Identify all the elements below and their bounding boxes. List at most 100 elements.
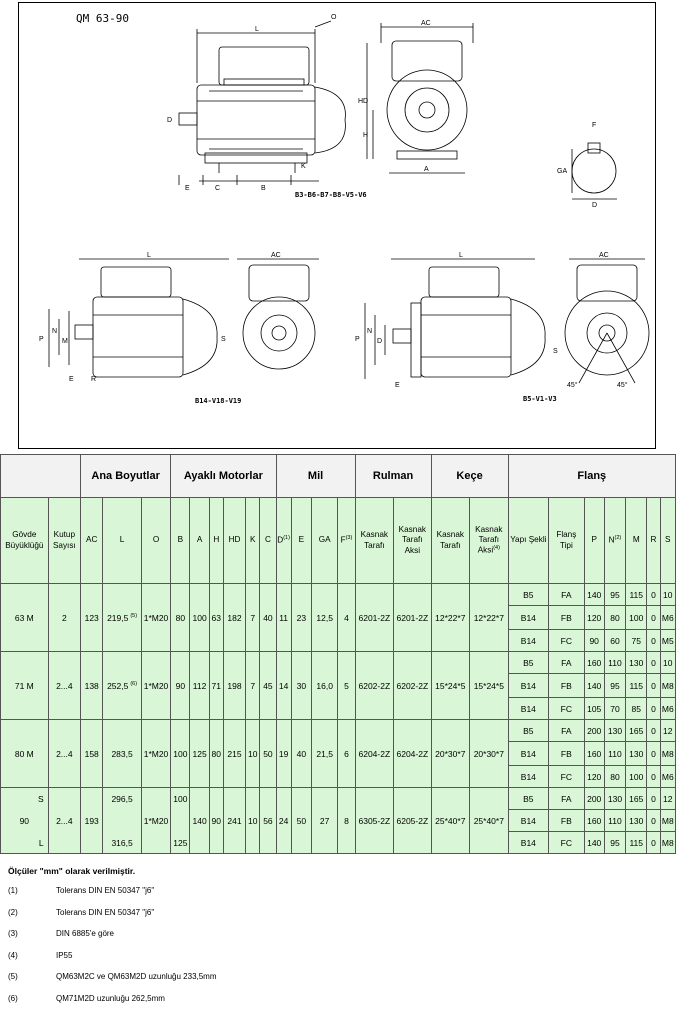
h-N-sup: (2) xyxy=(614,535,622,541)
note-1-num: (1) xyxy=(8,886,18,895)
h-N: N(2) xyxy=(603,497,627,584)
flange-cell-s: M8 xyxy=(659,673,677,698)
flange-cell-m: 100 xyxy=(625,765,648,788)
flange-cell-s: M8 xyxy=(659,741,677,766)
flange-cell-s: 10 xyxy=(659,651,677,674)
h-B: B xyxy=(170,497,191,584)
cell-B: 100 xyxy=(170,719,191,788)
flange-cell-n: 95 xyxy=(603,583,627,606)
flange-cell-n: 95 xyxy=(603,673,627,698)
flange-cell-n: 110 xyxy=(603,741,627,766)
cell-AC: 193 xyxy=(80,787,104,854)
cell-O: 1*M20 xyxy=(140,787,172,854)
cell-F: 8 xyxy=(337,787,356,854)
cell-F: 6 xyxy=(337,719,356,788)
flange-cell-r: 0 xyxy=(646,765,661,788)
h-N-label: N xyxy=(608,535,615,545)
cell-rulman-kasnak: 6305-2Z xyxy=(354,787,395,854)
h-C: C xyxy=(259,497,277,584)
cell-K: 10 xyxy=(245,719,261,788)
group-ana: Ana Boyutlar xyxy=(80,454,172,498)
caption-right: B5-V1-V3 xyxy=(523,395,557,403)
dim-L-top: L xyxy=(255,26,259,33)
h-kece-aks: Kasnak Tarafı Aksi(4) xyxy=(469,497,509,584)
group-mil: Mil xyxy=(275,454,356,498)
flange-cell-s: 12 xyxy=(659,787,677,810)
cell-kece-kasnak: 25*40*7 xyxy=(430,787,471,854)
flange-cell-s: 10 xyxy=(659,583,677,606)
flange-cell-n: 110 xyxy=(603,809,627,832)
flange-cell-yapi: B5 xyxy=(507,787,550,810)
cell-L: 283,5 xyxy=(102,719,142,788)
flange-cell-r: 0 xyxy=(646,787,661,810)
cell-F: 4 xyxy=(337,583,356,652)
cell-rulman-kasnak: 6201-2Z xyxy=(354,583,395,652)
flange-cell-tip: FB xyxy=(548,605,585,630)
cell-rulman-aks: 6205-2Z xyxy=(393,787,432,854)
cell-D: 19 xyxy=(275,719,292,788)
cell-govde: 80 M xyxy=(0,719,49,788)
cell-B: 90 xyxy=(170,651,191,720)
h-S: S xyxy=(659,497,677,584)
dim-AC-b14: AC xyxy=(271,252,281,259)
flange-cell-yapi: B14 xyxy=(507,605,550,630)
flange-cell-r: 0 xyxy=(646,809,661,832)
flange-cell-p: 105 xyxy=(583,697,605,720)
note-4-num: (4) xyxy=(8,951,18,960)
b14-side-view: L P N M E R xyxy=(39,252,229,383)
dim-S-b14: S xyxy=(221,336,226,343)
flange-cell-s: M5 xyxy=(659,629,677,652)
motor-drawings: L O D E C B K B3-B6-B7-B8-V5-V6 AC HD H … xyxy=(39,14,650,405)
cell-kece-aks: 12*22*7 xyxy=(469,583,509,652)
cell-L: 219,5(5) xyxy=(102,583,142,652)
flange-cell-p: 160 xyxy=(583,809,605,832)
cell-L-value: 252,5 xyxy=(107,680,129,691)
flange-cell-tip: FC xyxy=(548,765,585,788)
note-6-text: QM71M2D uzunluğu 262,5mm xyxy=(56,994,165,1003)
dim-P-b14: P xyxy=(39,336,44,343)
flange-cell-r: 0 xyxy=(646,651,661,674)
flange-cell-s: M6 xyxy=(659,697,677,720)
h-D-sup: (1) xyxy=(283,535,290,541)
flange-cell-tip: FB xyxy=(548,673,585,698)
flange-cell-p: 140 xyxy=(583,673,605,698)
flange-cell-p: 200 xyxy=(583,787,605,810)
h-rulman-kasnak: Kasnak Tarafı xyxy=(354,497,395,584)
flange-cell-tip: FB xyxy=(548,809,585,832)
cell-GA: 12,5 xyxy=(310,583,339,652)
dim-AC-b5: AC xyxy=(599,252,609,259)
flange-cell-p: 160 xyxy=(583,741,605,766)
cell-B-s: 100 xyxy=(173,793,188,804)
dim-M-b14: M xyxy=(62,338,68,345)
cell-govde: 71 M xyxy=(0,651,49,720)
flange-cell-n: 95 xyxy=(603,831,627,854)
sub-header-row: Gövde Büyüklüğü Kutup Sayısı AC L O B A … xyxy=(0,497,677,584)
flange-cell-n: 110 xyxy=(603,651,627,674)
dim-D-top: D xyxy=(167,117,172,124)
flange-cell-tip: FA xyxy=(548,583,585,606)
cell-kece-kasnak: 12*22*7 xyxy=(430,583,471,652)
cell-rulman-aks: 6201-2Z xyxy=(393,583,432,652)
h-AC: AC xyxy=(80,497,104,584)
cell-A: 140 xyxy=(189,787,210,854)
group-header-row: Ana Boyutlar Ayaklı Motorlar Mil Rulman … xyxy=(0,454,677,498)
dim-F-detail: F xyxy=(592,122,596,129)
h-M: M xyxy=(625,497,648,584)
cell-C: 40 xyxy=(259,583,277,652)
cell-rulman-kasnak: 6204-2Z xyxy=(354,719,395,788)
cell-L-s: 296,5 xyxy=(111,793,133,804)
cell-kece-aks: 25*40*7 xyxy=(469,787,509,854)
flange-cell-tip: FC xyxy=(548,629,585,652)
cell-govde-l: L xyxy=(38,837,44,848)
flange-cell-m: 115 xyxy=(625,673,648,698)
flange-cell-yapi: B14 xyxy=(507,765,550,788)
shaft-detail: F GA D xyxy=(557,122,617,209)
cell-E: 23 xyxy=(290,583,312,652)
